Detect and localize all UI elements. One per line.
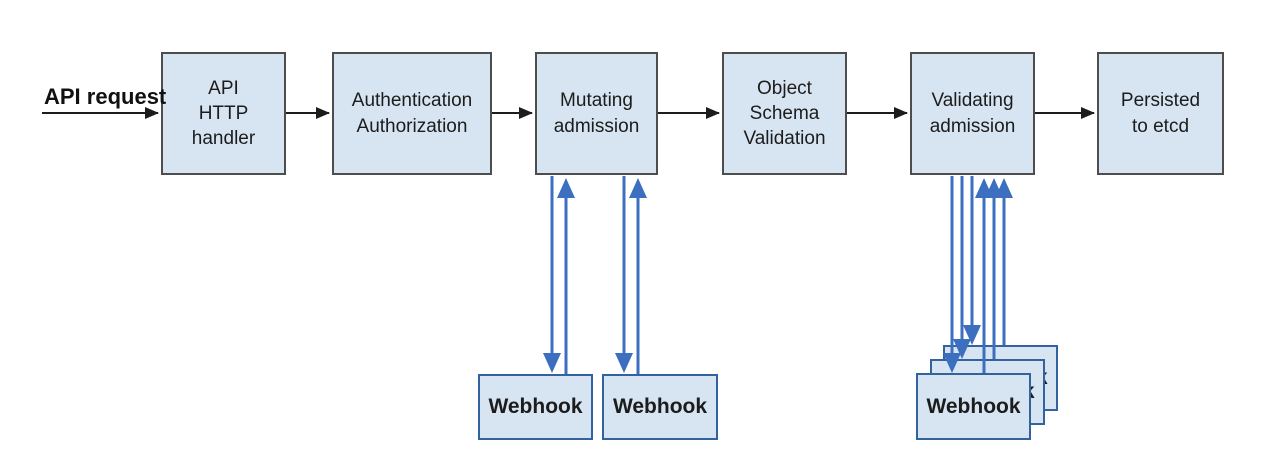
node-authentication-authorization: Authentication Authorization bbox=[332, 52, 492, 175]
mutating-webhook-arrows bbox=[543, 176, 647, 374]
node-api-http-handler: API HTTP handler bbox=[161, 52, 286, 175]
node-persisted-to-etcd: Persisted to etcd bbox=[1097, 52, 1224, 175]
node-validating-admission: Validating admission bbox=[910, 52, 1035, 175]
node-validating-webhook-front: Webhook bbox=[916, 373, 1031, 440]
api-request-label: API request bbox=[44, 84, 167, 109]
node-mutating-webhook-2: Webhook bbox=[602, 374, 718, 440]
node-mutating-webhook-1: Webhook bbox=[478, 374, 593, 440]
validating-webhook-arrows bbox=[943, 176, 1013, 373]
node-mutating-admission: Mutating admission bbox=[535, 52, 658, 175]
node-object-schema-validation: Object Schema Validation bbox=[722, 52, 847, 175]
